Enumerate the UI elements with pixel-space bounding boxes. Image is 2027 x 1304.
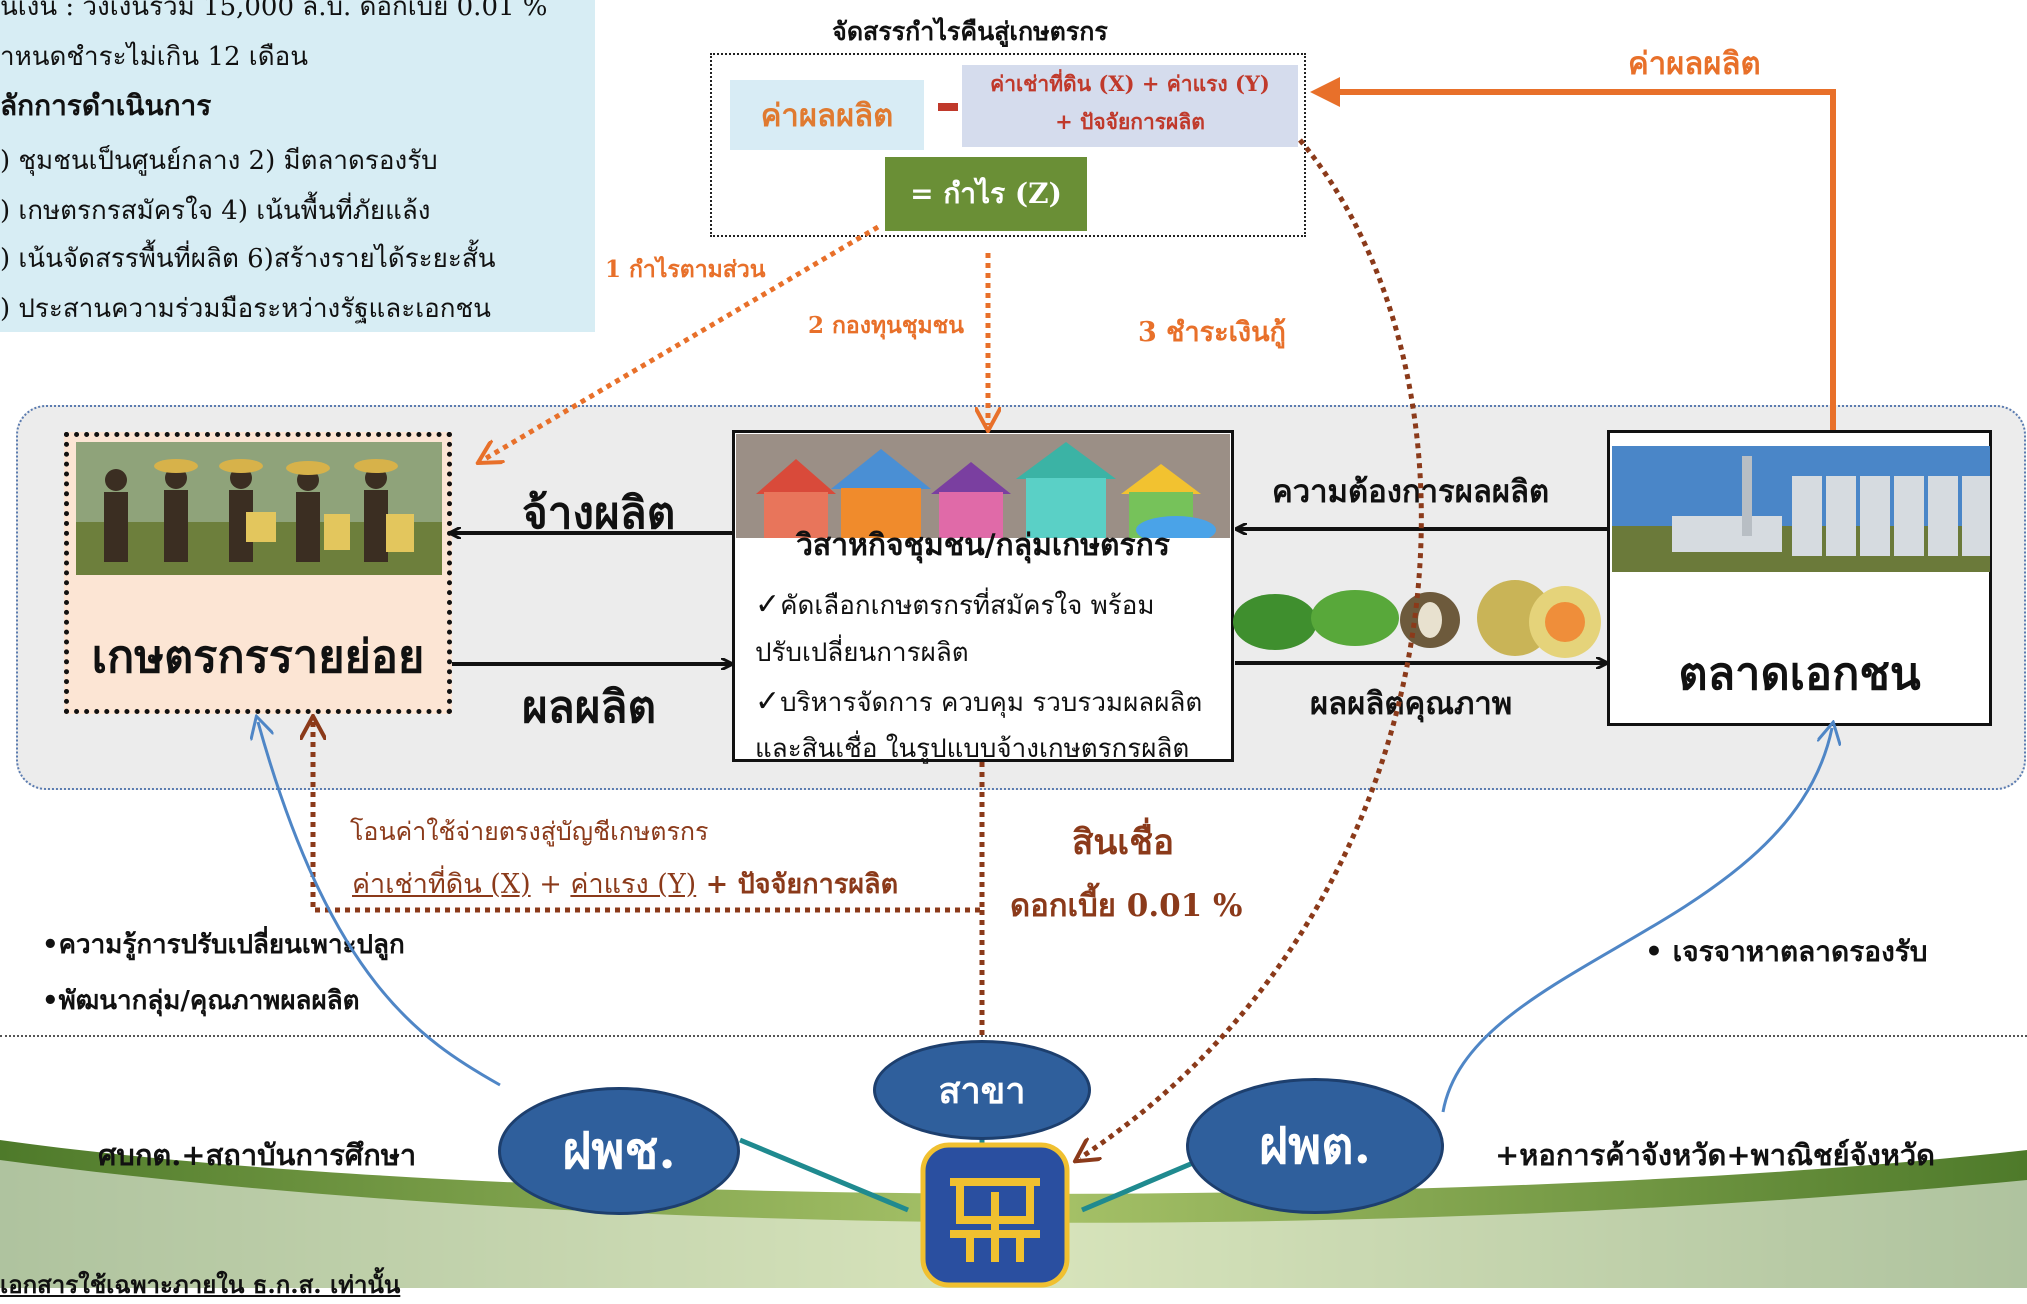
transfer-y: ค่าแรง (Y) [570,869,697,900]
minus-sign [938,103,958,111]
market-label: ตลาดเอกชน [1678,647,1921,700]
check-icon: ✓ [755,587,781,622]
profit-cost-label: ค่าผลผลิต [730,80,924,150]
support-right-1: • เจรจาหาตลาดรองรับ [1645,935,1928,968]
coop-bullet1-line1: ✓คัดเลือกเกษตรกรที่สมัครใจ พร้อม [755,585,1154,626]
hire-label: จ้างผลิต [522,488,676,539]
bottom-band [0,1035,2027,1290]
info-line-6: ) ประสานความร่วมมือระหว่างรัฐและเอกชน [0,294,491,324]
profit-formula: ค่าเช่าที่ดิน (X) + ค่าแรง (Y) + ปัจจัยก… [962,65,1298,147]
profit-box [710,53,1306,237]
coop-bullet2-line1: ✓บริหารจัดการ ควบคุม รวบรวมผลผลิต [755,682,1202,723]
transfer-rest: + ปัจจัยการผลิต [696,869,899,900]
repay-arrow [1080,138,1424,1158]
support-left-arrow [258,722,501,1087]
profit-formula-line1: ค่าเช่าที่ดิน (X) + ค่าแรง (Y) [990,71,1270,96]
repay-label: 3 ชำระเงินกู้ [1138,317,1286,348]
transfer-plus: + [530,869,571,900]
produce-label: ผลผลิต [522,682,657,733]
left-partner-label: ศบกต.+สถาบันการศึกษา [98,1138,417,1172]
coop-bullet1a: คัดเลือกเกษตรกรที่สมัครใจ พร้อม [780,591,1155,621]
branch-oval-node: สาขา [873,1040,1091,1140]
demand-label: ความต้องการผลผลิต [1272,474,1550,510]
payment-label: ค่าผลผลิต [1628,46,1761,82]
interest-label: ดอกเบี้ย 0.01 % [1010,888,1243,924]
credit-label: สินเชื่อ [1072,822,1175,863]
coop-bullet2a: บริหารจัดการ ควบคุม รวบรวมผลผลิต [780,688,1203,718]
transfer-arrow [313,722,985,913]
check-icon: ✓ [755,684,781,719]
payment-arrow [1310,77,1836,430]
info-line-5: ) เน้นจัดสรรพื้นที่ผลิต 6)สร้างรายได้ระย… [0,244,496,274]
transfer-x: ค่าเช่าที่ดิน (X) [352,869,531,900]
farmer-label: เกษตรกรรายย่อย [91,630,425,683]
info-line-1: นเงิน : วงเงินรวม 15,000 ล.บ. ดอกเบี้ย 0… [0,0,548,22]
info-line-2: าหนดชำระไม่เกิน 12 เดือน [0,42,308,72]
support-right-arrow [1441,728,1832,1113]
footer-note: เอกสารใช้เฉพาะภายใน ธ.ก.ส. เท่านั้น [0,1270,401,1299]
support-left-2: •พัฒนากลุ่ม/คุณภาพผลผลิต [42,986,360,1016]
left-oval-node: ฝพช. [498,1087,740,1215]
transfer-label: โอนค่าใช้จ่ายตรงสู่บัญชีเกษตรกร [350,817,709,846]
coop-title: วิสาหกิจชุมชน/กลุ่มเกษตรกร [796,528,1170,563]
profit-title: จัดสรรกำไรคืนสู่เกษตรกร [832,17,1108,46]
info-line-3: ) ชุมชนเป็นศูนย์กลาง 2) มีตลาดรองรับ [0,146,438,176]
farmers-photo [76,442,442,575]
coop-bullet1-line2: ปรับเปลี่ยนการผลิต [755,638,969,668]
share-label: 1 กำไรตามส่วน [605,256,766,283]
info-heading: ลักการดำเนินการ [0,89,212,122]
transfer-formula: ค่าเช่าที่ดิน (X) + ค่าแรง (Y) + ปัจจัยก… [352,862,898,905]
info-line-4: ) เกษตรกรสมัครใจ 4) เน้นพื้นที่ภัยแล้ง [0,196,431,226]
quality-label: ผลผลิตคุณภาพ [1310,686,1513,722]
profit-formula-line2: + ปัจจัยการผลิต [1055,109,1205,134]
coop-bullet2-line2: และสินเชื่อ ในรูปแบบจ้างเกษตรกรผลิต [755,734,1190,764]
profit-result: = กำไร (Z) [885,157,1087,231]
bank-logo-icon [920,1142,1070,1288]
share-arrow [483,224,880,460]
houses-photo [736,434,1230,538]
right-oval-node: ฝพต. [1186,1078,1444,1214]
silo-photo [1612,446,1990,572]
right-partner-label: +หอการค้าจังหวัด+พาณิชย์จังหวัด [1495,1138,1935,1172]
info-box: นเงิน : วงเงินรวม 15,000 ล.บ. ดอกเบี้ย 0… [0,0,595,332]
fund-label: 2 กองทุนชุมชน [808,312,964,339]
